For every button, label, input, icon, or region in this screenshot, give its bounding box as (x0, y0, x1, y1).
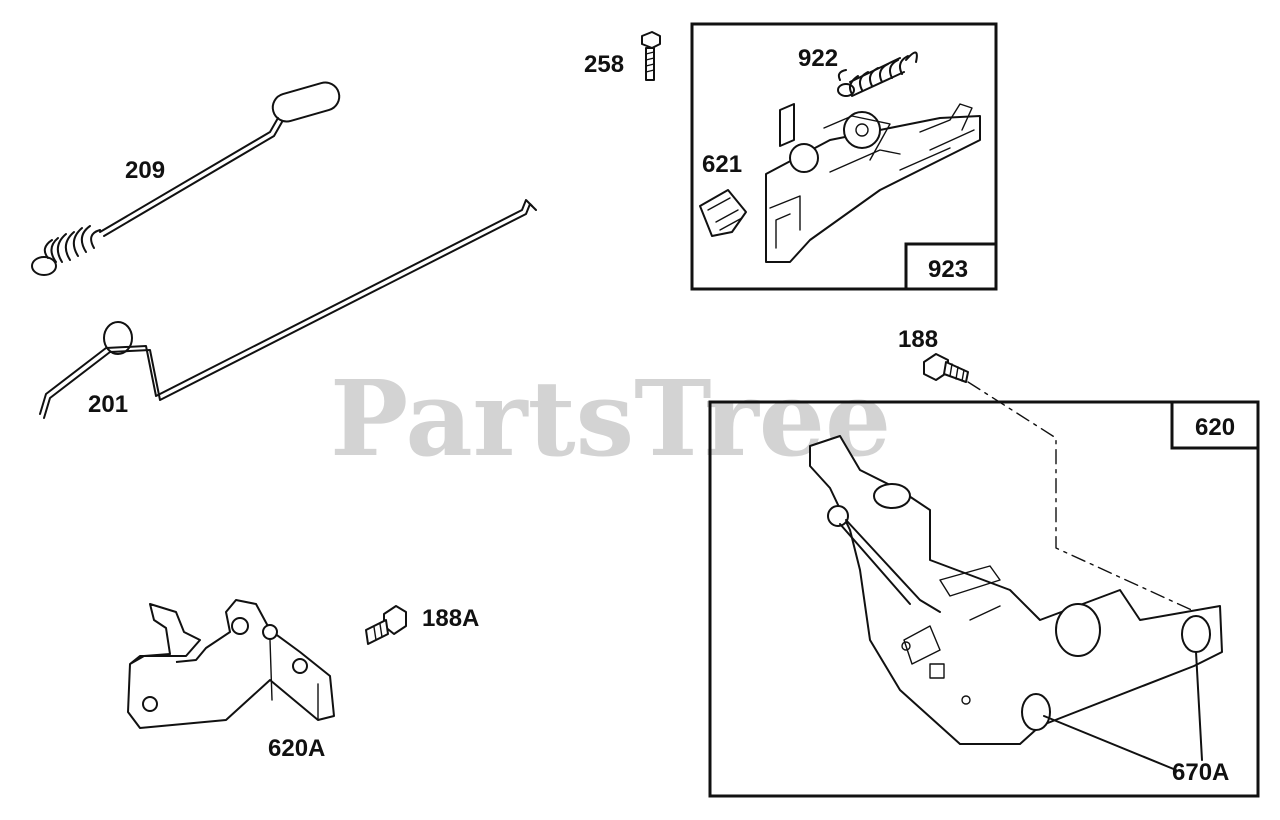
part-621-clip[interactable] (699, 189, 747, 237)
assembly-620-box (708, 400, 1260, 798)
callout-621: 621 (702, 151, 742, 178)
part-188a-bolt[interactable] (365, 605, 407, 645)
part-188-bolt[interactable] (923, 353, 1197, 613)
part-922-spring[interactable] (837, 51, 918, 97)
callout-209: 209 (125, 157, 165, 184)
part-209-spring[interactable] (31, 79, 343, 276)
part-923-bracket[interactable] (765, 103, 981, 263)
callout-201: 201 (88, 391, 128, 418)
part-620-bracket[interactable] (809, 435, 1223, 745)
callout-620a: 620A (268, 735, 325, 762)
part-620a-plate[interactable] (127, 599, 335, 729)
callout-620: 620 (1195, 414, 1235, 441)
callout-923: 923 (928, 256, 968, 283)
watermark-text: PartsTree (330, 357, 891, 480)
part-258-screw[interactable] (641, 31, 661, 81)
callout-670a: 670A (1172, 759, 1229, 786)
part-670a-bushing[interactable] (1043, 651, 1203, 771)
callout-188a: 188A (422, 605, 479, 632)
callout-922: 922 (798, 45, 838, 72)
callout-258: 258 (584, 51, 624, 78)
callout-188: 188 (898, 326, 938, 353)
assembly-923-box (690, 22, 998, 291)
part-201-rod[interactable] (39, 199, 537, 419)
